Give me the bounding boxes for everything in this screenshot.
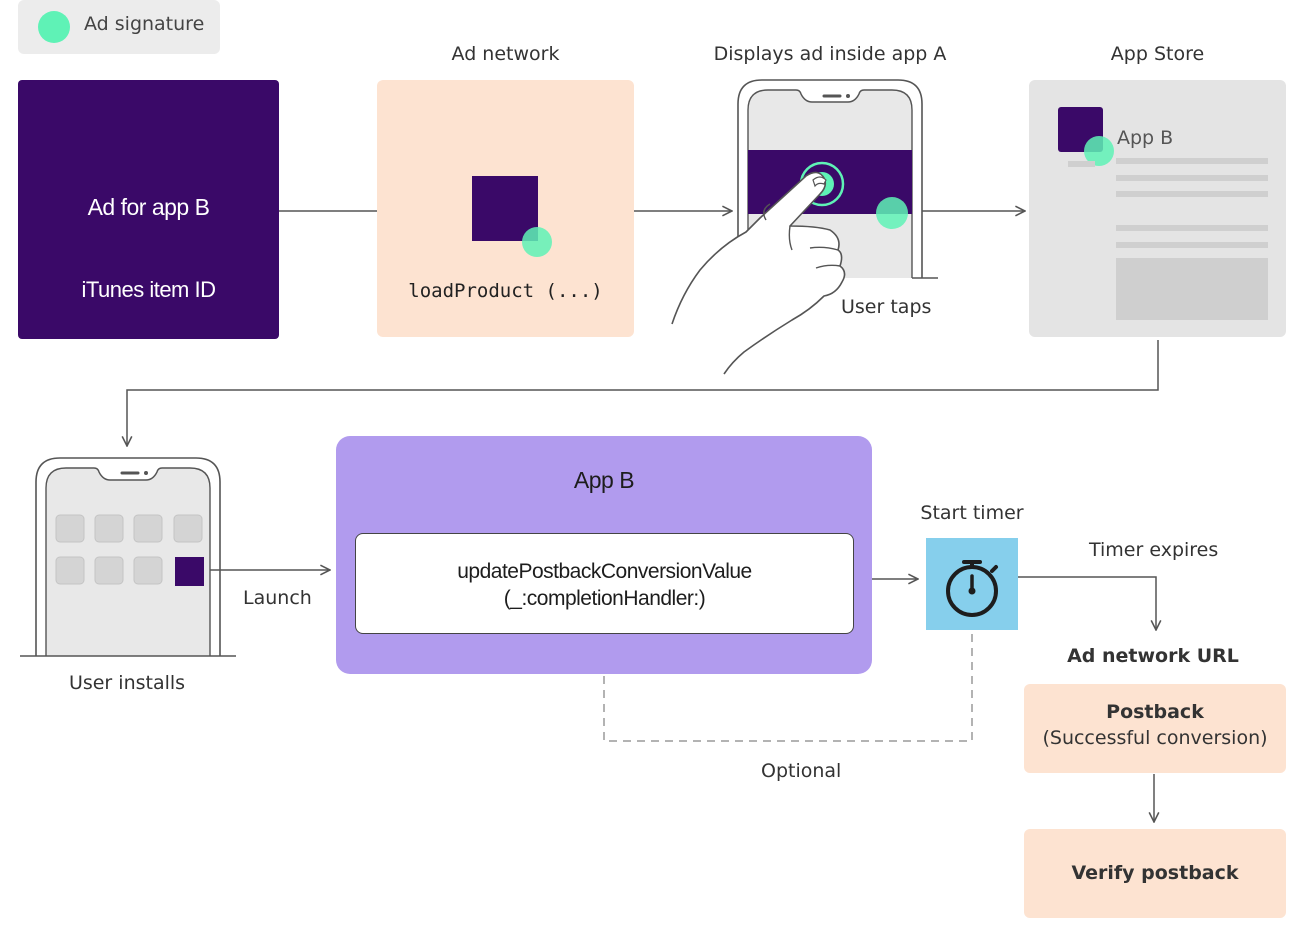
ad-network-url-label: Ad network URL	[1067, 645, 1239, 667]
legend: Ad signature	[18, 0, 220, 54]
app-b-title: App B	[573, 467, 635, 493]
timer-expires-label: Timer expires	[1089, 539, 1219, 561]
ad-card-subtitle: iTunes item ID	[81, 277, 216, 302]
update-conversion-method-box: updatePostbackConversionValue (_:complet…	[355, 533, 854, 634]
store-placeholder-line	[1116, 175, 1268, 181]
stopwatch-icon	[946, 560, 998, 617]
launch-label: Launch	[243, 587, 312, 609]
phone-home-screen-illustration	[20, 457, 236, 657]
ad-network-heading: Ad network	[451, 43, 560, 65]
store-placeholder-line	[1116, 158, 1268, 164]
optional-dashed-loop	[604, 634, 973, 742]
app-store-heading: App Store	[1110, 43, 1205, 65]
postback-box: Postback (Successful conversion)	[1024, 684, 1286, 773]
app-a-heading: Displays ad inside app A	[713, 43, 947, 65]
ad-network-card: loadProduct (...)	[377, 80, 634, 337]
ad-for-app-b-card: Ad for app B iTunes item ID	[18, 80, 279, 339]
ad-card-title: Ad for app B	[87, 194, 210, 220]
load-product-code: loadProduct (...)	[408, 280, 603, 302]
ad-signature-dot-icon	[38, 11, 70, 43]
verify-postback-label: Verify postback	[1071, 862, 1239, 884]
store-placeholder-line	[1116, 242, 1268, 248]
verify-postback-box: Verify postback	[1024, 829, 1286, 918]
method-params: (_:completionHandler:)	[503, 587, 706, 610]
arrow-timer-expires	[1018, 576, 1156, 630]
phone-app-a-illustration	[671, 79, 938, 375]
postback-subtitle: (Successful conversion)	[1042, 727, 1268, 749]
user-installs-caption: User installs	[68, 672, 186, 694]
store-placeholder-line	[1068, 161, 1095, 167]
start-timer-label: Start timer	[920, 502, 1024, 524]
app-store-app-name: App B	[1117, 127, 1174, 149]
arrow-store-to-install	[127, 340, 1159, 446]
ad-signature-dot-icon	[522, 227, 552, 257]
timer-box	[926, 538, 1018, 630]
user-taps-caption: User taps	[841, 296, 932, 318]
method-name: updatePostbackConversionValue	[457, 560, 752, 583]
method-signature: updatePostbackConversionValue (_:complet…	[356, 558, 853, 612]
legend-label: Ad signature	[84, 13, 205, 35]
app-b-card: App B updatePostbackConversionValue (_:c…	[336, 436, 872, 674]
optional-label: Optional	[761, 760, 842, 782]
store-placeholder-line	[1116, 191, 1268, 197]
postback-title: Postback	[1106, 701, 1204, 723]
store-screenshot-placeholder	[1116, 258, 1268, 320]
store-placeholder-line	[1116, 225, 1268, 231]
app-store-card: App B	[1029, 80, 1286, 337]
